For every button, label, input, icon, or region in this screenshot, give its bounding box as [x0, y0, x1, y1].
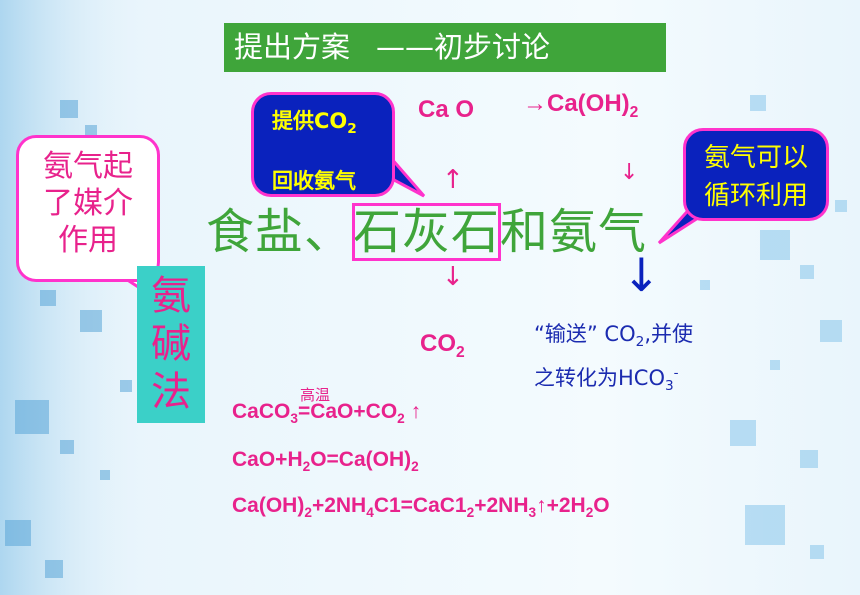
- callout-left-line-2: 了媒介: [43, 186, 133, 221]
- equation-2: CaO+H2O=Ca(OH)2: [232, 448, 419, 475]
- co2-label: CO2: [420, 330, 465, 361]
- formula-cao: Ca O: [418, 96, 475, 123]
- vertical-char-3: 法: [151, 369, 191, 415]
- callout-ammonia-medium: 氨气起 了媒介 作用: [16, 135, 160, 282]
- main-part-1: 食盐、: [206, 204, 354, 260]
- title-main: 提出方案: [234, 30, 351, 64]
- ammonia-soda-label: 氨 碱 法: [137, 266, 205, 423]
- equation-1: CaCO3=CaO+CO2 ↑: [232, 400, 422, 427]
- condition-high-temp: 高温: [300, 386, 331, 404]
- arrow-up: ↑: [442, 165, 464, 195]
- callout-mid-line-2: 回收氨气: [272, 169, 356, 194]
- callout-left-line-1: 氨气起: [43, 149, 133, 184]
- vertical-char-2: 碱: [151, 321, 191, 367]
- callout-mid-line-1: 提供CO: [272, 109, 348, 133]
- main-part-2: 和氨气: [500, 204, 648, 260]
- note-line-2: 之转化为HCO3-: [534, 365, 679, 395]
- arrow-down: ↓: [442, 262, 464, 292]
- equation-3: Ca(OH)2+2NH4C1=CaC12+2NH3↑+2H2O: [232, 494, 610, 521]
- callout-right-line-1: 氨气可以: [703, 143, 808, 173]
- callout-right-line-2: 循环利用: [703, 181, 808, 211]
- main-limestone-boxed: 石灰石: [352, 203, 502, 261]
- callout-co2-supply: 提供CO2 回收氨气: [251, 92, 395, 197]
- arrow-down-blue: ↓: [622, 248, 661, 302]
- title-bar: 提出方案 ——初步讨论: [224, 23, 666, 72]
- formula-caoh2: →Ca(OH)2: [523, 90, 639, 121]
- transport-note: “输送” CO2,并使 之转化为HCO3-: [534, 319, 693, 402]
- callout-ammonia-recycle: 氨气可以 循环利用: [683, 128, 829, 221]
- title-sub: ——初步讨论: [376, 30, 551, 64]
- arrow-down-small: ↓: [620, 160, 639, 185]
- note-line-1: “输送” CO2,并使: [534, 322, 694, 351]
- main-reactants: 食盐、石灰石和氨气: [206, 200, 647, 264]
- callout-mid-sub: 2: [347, 121, 357, 138]
- callout-left-line-3: 作用: [58, 223, 118, 258]
- vertical-char-1: 氨: [151, 273, 191, 319]
